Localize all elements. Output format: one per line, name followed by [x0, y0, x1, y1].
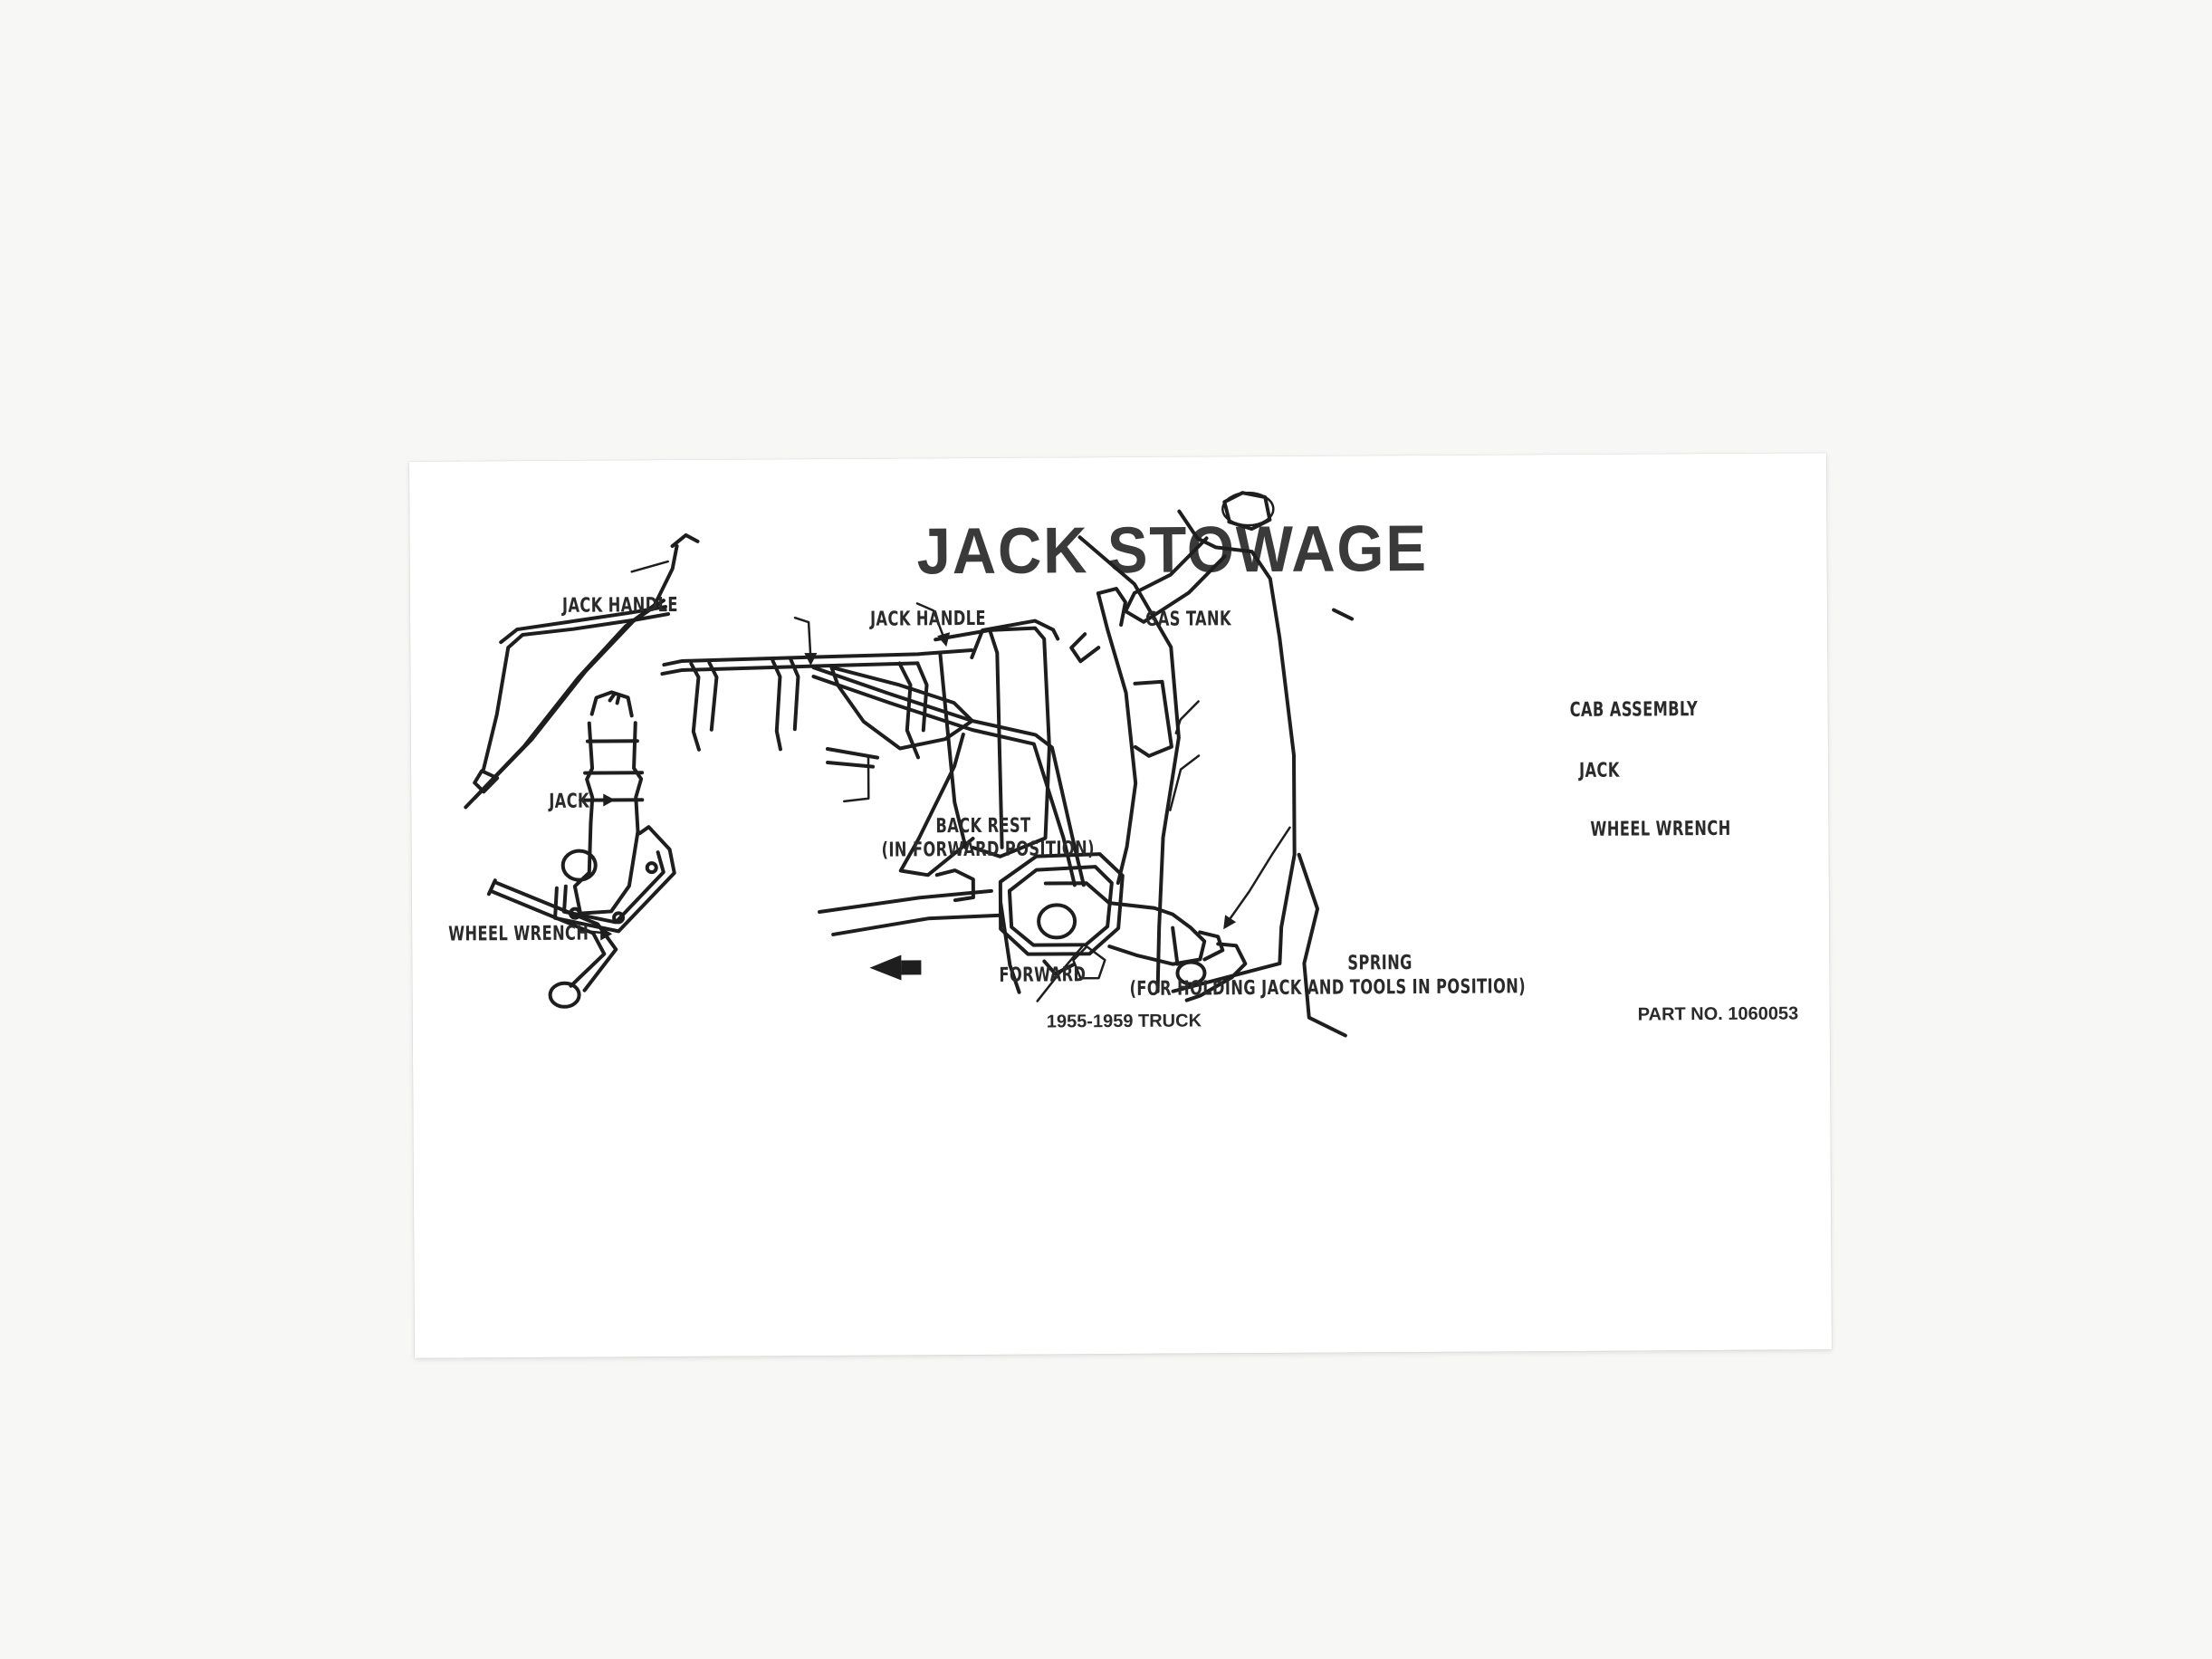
- wheel-wrench-label-left: WHEEL WRENCH: [448, 922, 589, 946]
- spring-label: SPRING: [1347, 952, 1412, 975]
- model-years: 1955-1959 TRUCK: [1046, 1011, 1202, 1032]
- forward-label: FORWARD: [999, 964, 1087, 987]
- gas-tank-label: GAS TANK: [1144, 608, 1232, 631]
- jack-handle-label-left: JACK HANDLE: [561, 593, 678, 618]
- gas-tank-drawing: [898, 626, 1051, 877]
- jack-handle-drawing: [464, 532, 700, 810]
- jack-stowage-illustration: [464, 491, 1355, 1038]
- jack-stowage-decal: JACK STOWAGE: [408, 453, 1833, 1358]
- back-rest-label: BACK REST: [935, 814, 1031, 839]
- cab-assembly-drawing: [1069, 491, 1297, 993]
- floor-lines-drawing: [818, 608, 1355, 1038]
- back-rest-note: (IN FORWARD POSITION): [881, 838, 1095, 862]
- jack-handle-route-drawing: [811, 666, 1086, 887]
- jack-handle-label-center: JACK HANDLE: [869, 607, 987, 631]
- wheel-wrench-label-right: WHEEL WRENCH: [1590, 817, 1731, 841]
- part-number: PART NO. 1060053: [1637, 1003, 1799, 1025]
- leader-arrows: [578, 560, 1291, 1002]
- seat-frame-drawing: [660, 619, 1060, 769]
- spring-note: (FOR HOLDING JACK AND TOOLS IN POSITION): [1129, 975, 1527, 1001]
- cab-assembly-label: CAB ASSEMBLY: [1569, 698, 1699, 722]
- mounted-jack-drawing: [998, 852, 1248, 1002]
- jack-label-left: JACK: [549, 790, 590, 813]
- jack-label-right: JACK: [1579, 759, 1620, 782]
